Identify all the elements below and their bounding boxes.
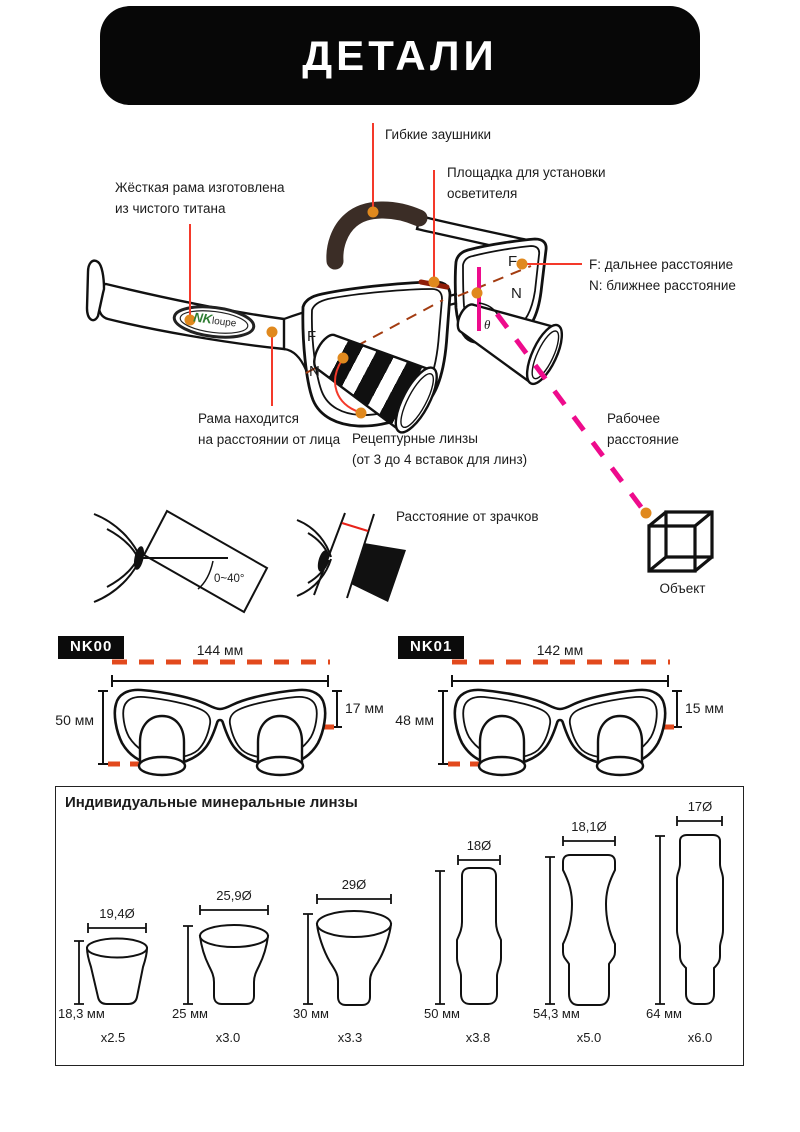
lens1-height: 18,3 мм [58,1006,105,1021]
lens6-magnification: x6.0 [687,1030,713,1045]
lens3-magnification: x3.3 [337,1030,363,1045]
label-light-mount: Площадка для установки осветителя [447,165,606,201]
logo-nk: NK [192,309,214,327]
frame-model-nk00: NK00 [58,636,125,659]
lens2-height: 25 мм [172,1006,208,1021]
mineral-lenses-title: Индивидуальные минеральные линзы [65,794,358,811]
label-fn-legend: F: дальнее расстояние N: ближнее расстоя… [589,257,736,293]
nk01-height: 48 мм [395,712,434,728]
annotation-dots [184,206,652,519]
label-frame-distance: Рама находится на расстоянии от лица [198,411,341,447]
object-cube [647,510,714,573]
pupil-distance-diagram [296,512,406,602]
nk01-width: 142 мм [536,642,584,658]
lens4-magnification: x3.8 [465,1030,491,1045]
label-prescription-lenses: Рецептурные линзы (от 3 до 4 вставок для… [352,431,528,467]
lens5-magnification: x5.0 [576,1030,602,1045]
nk01-lens-height: 15 мм [685,700,724,716]
lens6-height: 64 мм [646,1006,682,1021]
lens-dimension-lines [74,816,723,1005]
annotation-lines [189,123,582,413]
label-object: Объект [659,581,706,596]
frame-nk01-drawing [438,662,682,775]
page-title: ДЕТАЛИ [302,31,498,79]
label-pupil-distance: Расстояние от зрачков [396,509,539,524]
lens-profiles [85,834,724,1006]
lens3-diameter: 29Ø [341,877,367,892]
header-banner: ДЕТАЛИ [100,6,700,105]
label-rigid-frame: Жёсткая рама изготовлена из чистого тита… [115,180,285,216]
lens3-height: 30 мм [293,1006,329,1021]
label-n-right: N [511,285,522,302]
nk00-lens-height: 17 мм [345,700,384,716]
nk00-width: 144 мм [196,642,244,658]
label-angle-range: 0~40° [214,573,245,585]
lens4-diameter: 18Ø [466,838,492,853]
frame-model-nk01: NK01 [398,636,465,659]
label-f-left: F [307,328,317,345]
lens5-diameter: 18,1Ø [571,819,607,834]
theta-arc [478,302,499,316]
nk00-height: 50 мм [55,712,94,728]
lens5-height: 54,3 мм [533,1006,580,1021]
mineral-lenses-box [55,786,744,1066]
lens4-height: 50 мм [424,1006,460,1021]
eye-pupil-left [133,546,145,570]
label-f-right: F [508,253,518,270]
lens6-diameter: 17Ø [687,799,713,814]
frame-nk00-drawing [98,662,342,775]
brand-logo-oval [172,305,256,339]
label-n-left: N [309,363,320,380]
label-working-distance: Рабочее расстояние [607,411,679,447]
working-distance-dashed [494,312,647,513]
lens2-diameter: 25,9Ø [216,888,252,903]
eye-angle-diagram [93,509,269,614]
lens1-magnification: x2.5 [100,1030,126,1045]
label-theta: θ [484,317,491,332]
lens2-magnification: x3.0 [215,1030,241,1045]
flexible-temple-tip [326,201,428,270]
label-flexible-temples: Гибкие заушники [385,127,492,142]
right-loupe-barrel [456,303,564,386]
lens1-diameter: 19,4Ø [99,906,135,921]
